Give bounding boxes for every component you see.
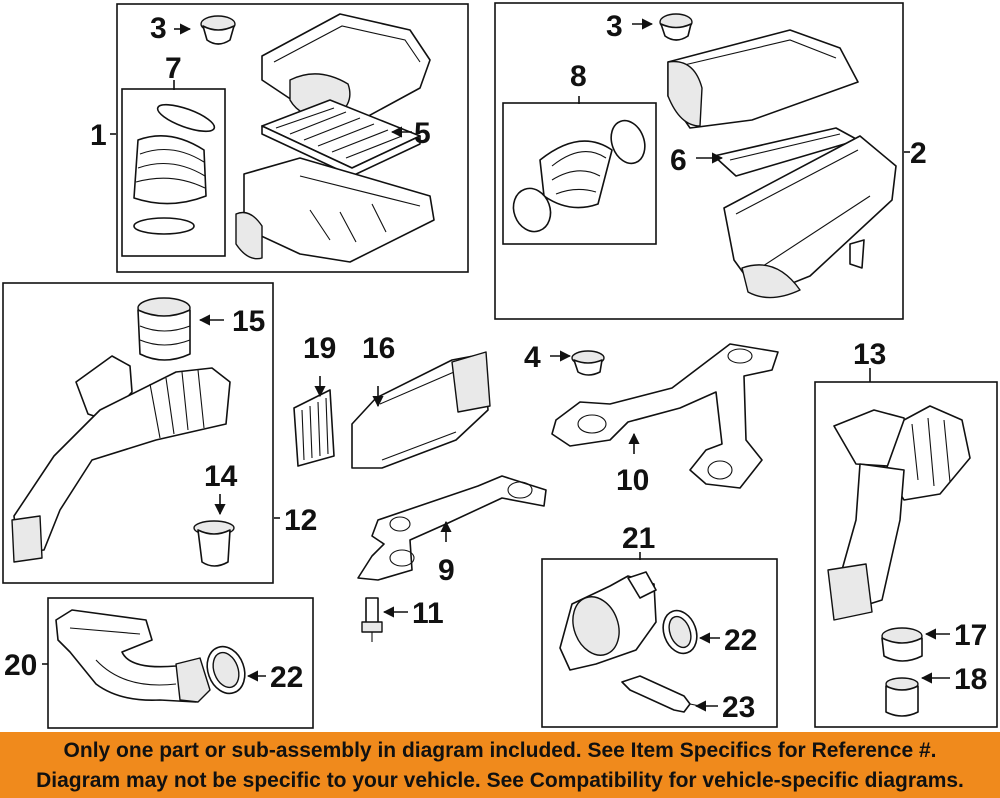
callout-9: 9 <box>438 554 455 587</box>
cap-part-3a <box>200 15 236 45</box>
callout-14: 14 <box>204 460 238 493</box>
intake-duct-part-20 <box>55 609 211 703</box>
grommet-part-14 <box>193 520 235 567</box>
cap-part-3b <box>659 13 693 41</box>
grommet-part-17 <box>881 627 923 662</box>
callout-16: 16 <box>362 332 395 365</box>
disclaimer-banner: Only one part or sub-assembly in diagram… <box>0 732 1000 798</box>
insert-part-19 <box>293 389 335 467</box>
group-box-13 <box>814 381 998 728</box>
parts-diagram: 1 2 3 3 4 5 6 7 8 9 10 11 12 13 14 15 16… <box>2 2 998 729</box>
callout-11: 11 <box>412 597 444 630</box>
air-box-lower-right <box>723 135 897 299</box>
group-box-21 <box>541 558 778 728</box>
callout-8: 8 <box>570 60 587 93</box>
intake-duct-part-12 <box>11 355 231 563</box>
bracket-part-10 <box>551 343 779 489</box>
intake-duct-part-7 <box>133 103 216 235</box>
disclaimer-line-2: Diagram may not be specific to your vehi… <box>36 769 964 792</box>
duct-part-16 <box>351 351 491 469</box>
callout-20: 20 <box>4 649 37 682</box>
callout-7: 7 <box>165 52 182 85</box>
callout-21: 21 <box>622 522 655 555</box>
group-box-1 <box>116 3 469 273</box>
callout-5: 5 <box>414 117 431 150</box>
bracket-part-9 <box>357 475 547 581</box>
sleeve-part-18 <box>885 677 919 717</box>
seal-part-22a <box>206 645 246 695</box>
air-filter-part-5 <box>261 99 421 177</box>
callout-12: 12 <box>284 504 317 537</box>
callout-23: 23 <box>722 691 755 724</box>
seal-part-22b <box>662 609 698 655</box>
bolt-part-11 <box>361 597 383 642</box>
group-box-12 <box>2 282 274 584</box>
callout-3a: 3 <box>150 12 167 45</box>
intake-duct-part-8 <box>512 119 646 233</box>
disclaimer-line-1: Only one part or sub-assembly in diagram… <box>63 739 937 762</box>
callout-3b: 3 <box>606 10 623 43</box>
callout-22b: 22 <box>724 624 757 657</box>
callout-1: 1 <box>90 119 107 152</box>
air-box-cover-right <box>667 29 859 129</box>
callout-18: 18 <box>954 663 987 696</box>
group-box-2 <box>494 2 904 320</box>
callout-13: 13 <box>853 338 886 371</box>
callout-4: 4 <box>524 341 541 374</box>
sensor-part-23 <box>621 675 701 713</box>
callout-15: 15 <box>232 305 265 338</box>
air-box-lower <box>235 157 435 263</box>
adapter-part-15 <box>137 297 191 361</box>
callout-17: 17 <box>954 619 987 652</box>
group-box-20 <box>47 597 314 729</box>
mass-air-flow-sensor-part-21 <box>559 571 657 671</box>
callout-2: 2 <box>910 137 927 170</box>
callout-6: 6 <box>670 144 687 177</box>
callout-10: 10 <box>616 464 649 497</box>
callout-22a: 22 <box>270 661 303 694</box>
callout-19: 19 <box>303 332 336 365</box>
cap-part-4 <box>571 350 605 376</box>
intake-duct-part-13 <box>827 405 971 621</box>
